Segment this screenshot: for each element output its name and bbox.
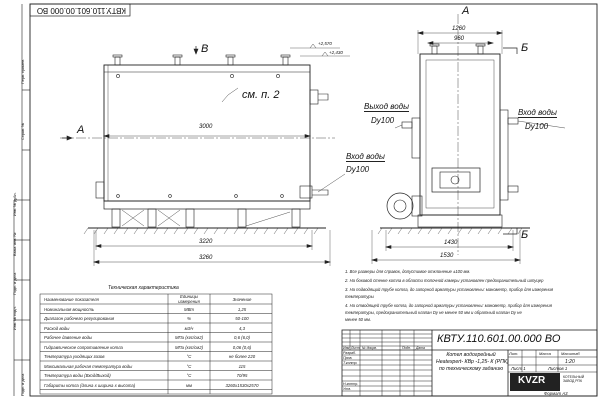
stamp-header-mass: Масса — [539, 351, 551, 356]
stamp-role: Изм — [343, 345, 350, 350]
company-subtitle: КОТЕЛЬНЫЙ ЗАВОД РПК — [563, 375, 585, 383]
right-inlet-label: Вход воды — [518, 108, 557, 118]
note-line: температуры — [345, 294, 374, 299]
side-strip-label: Перв. примен. — [21, 58, 25, 84]
section-b-bottom: Б — [521, 229, 529, 241]
spec-row-unit: МВт — [183, 306, 195, 312]
dim-960: 960 — [454, 36, 465, 42]
stamp-role: Утв. — [343, 386, 352, 391]
side-strip-label: Взам. инв. № — [13, 232, 17, 256]
dim-1530: 1530 — [440, 253, 454, 259]
stamp-role: Подп. — [402, 345, 412, 350]
dim-3220: 3220 — [199, 239, 213, 245]
spec-header-name: Наименование показателя — [44, 297, 99, 302]
outlet-water-dn: Dy100 — [371, 116, 395, 125]
spec-row-name: Диапазон рабочего регулирования — [44, 316, 115, 321]
inlet-water-label: Вход воды — [346, 152, 385, 162]
side-strip-label: Справ. № — [21, 122, 25, 140]
note-line: 2. На боковой стенке котла в области топ… — [345, 278, 544, 283]
stamp-role: Разраб. — [343, 350, 357, 355]
title-block-grid — [341, 329, 598, 397]
elevation-2430: +2,430 — [329, 50, 343, 55]
stamp-role: Дата — [416, 345, 425, 350]
stamp-role: Лист — [351, 345, 360, 350]
outlet-water-label: Выход воды — [364, 102, 409, 112]
end-view — [370, 14, 566, 264]
section-b-top: Б — [521, 42, 529, 54]
side-strip-label: Инв. № дубл. — [13, 192, 17, 216]
drawing-code: КВТУ.110.601.00.000 ВО — [437, 333, 561, 345]
side-strip-label: Подп. и дата — [21, 373, 25, 396]
spec-row-unit: °С — [186, 373, 192, 378]
view-marker-a-left: А — [77, 124, 85, 136]
spec-row-unit: % — [187, 316, 191, 321]
spec-row-value: 50-100 — [235, 316, 249, 321]
spec-row-unit: °С — [186, 363, 192, 369]
note-line: 4. На отводящей трубе котла, до запорной… — [345, 303, 552, 308]
note-line: менее 50 мм. — [345, 317, 372, 322]
spec-row-name: Номинальная мощность — [44, 306, 95, 312]
spec-row-name: Температура воды (Вход/Выход) — [44, 373, 111, 378]
title-line-3: по техническому заданию — [438, 366, 504, 372]
stamp-header-scale: Масштаб — [561, 351, 580, 356]
spec-header-unit: Единицы измерения — [178, 295, 200, 304]
spec-row-name: Температура уходящих газов — [44, 354, 105, 359]
spec-table-grid — [39, 293, 273, 395]
dim-3000: 3000 — [199, 124, 213, 130]
sheet-format: Формат А3 — [544, 391, 568, 396]
spec-row-value: 70/95 — [236, 373, 248, 378]
view-marker-a-right: А — [462, 5, 470, 17]
code-box — [29, 3, 131, 17]
spec-row-name: Максимальная рабочая температура воды — [44, 363, 133, 369]
spec-row-name: Расход воды — [44, 325, 70, 331]
note-line: 1. Все размеры для справок, допустимое о… — [345, 269, 471, 274]
spec-row-name: Рабочее давление воды — [44, 335, 93, 340]
spec-row-value: 4,3 — [239, 325, 245, 331]
spec-row-name: Гидравлическое сопротивление котла — [44, 344, 123, 350]
drawing-code-rotated: КВТУ.110.601.00.000 ВО — [36, 6, 126, 15]
right-inlet-dn: Dy100 — [525, 122, 549, 131]
side-view — [60, 43, 350, 266]
spec-row-unit: м3/ч — [184, 325, 194, 331]
spec-row-unit: МПа (кгс/см2) — [174, 344, 204, 350]
spec-row-value: 1,25 — [237, 306, 247, 312]
spec-row-unit: °С — [186, 354, 192, 359]
note-line: 3. На подводящий трубе котла, до запорно… — [345, 287, 554, 292]
spec-row-unit: МПа (кгс/см2) — [174, 335, 204, 340]
title-line-1: Котел водогрейный — [446, 352, 496, 358]
spec-row-name: Габариты котла (длина x ширина x высота) — [44, 382, 136, 388]
spec-row-value: не более 220 — [228, 354, 256, 359]
dim-3260: 3260 — [199, 255, 213, 261]
side-strip-label: Подп. и дата — [13, 272, 17, 295]
side-strip-label: Инв. № подл. — [13, 306, 17, 330]
spec-row-unit: мм — [186, 382, 192, 388]
spec-row-value: 3260x1530x2570 — [225, 382, 259, 388]
stamp-role: Пров. — [343, 355, 353, 360]
stamp-header-lit: Лит. — [509, 351, 519, 356]
note-line: температуры, предохранительный клапан Dу… — [345, 310, 522, 315]
view-marker-b: В — [201, 43, 209, 55]
elevation-2570: +2,570 — [318, 41, 332, 46]
spec-title: Техническая характеристика — [108, 285, 179, 291]
scale-value: 1:20 — [565, 359, 575, 365]
stamp-role: № докум. — [362, 345, 377, 350]
company-logo: KVZR — [518, 375, 546, 386]
spec-header-value: Значение — [232, 297, 252, 302]
stamp-role: Т.контр. — [343, 360, 358, 365]
dim-1430: 1430 — [444, 240, 458, 246]
stamp-role: Н.контр. — [343, 381, 359, 386]
title-line-2: Heatexpert- КВр -1,25- К (РПК) — [436, 359, 509, 365]
see-note-2: см. п. 2 — [242, 89, 280, 101]
dim-1260: 1260 — [452, 26, 466, 32]
inlet-water-dn: Dy100 — [346, 165, 370, 174]
sheets-total: Листов 1 — [548, 366, 568, 371]
spec-row-value: 0,06 (0,6) — [232, 344, 252, 350]
sheet-number: Лист 1 — [511, 366, 526, 371]
spec-row-value: 115 — [238, 363, 246, 369]
spec-row-value: 0,6 (6,0) — [233, 335, 250, 340]
